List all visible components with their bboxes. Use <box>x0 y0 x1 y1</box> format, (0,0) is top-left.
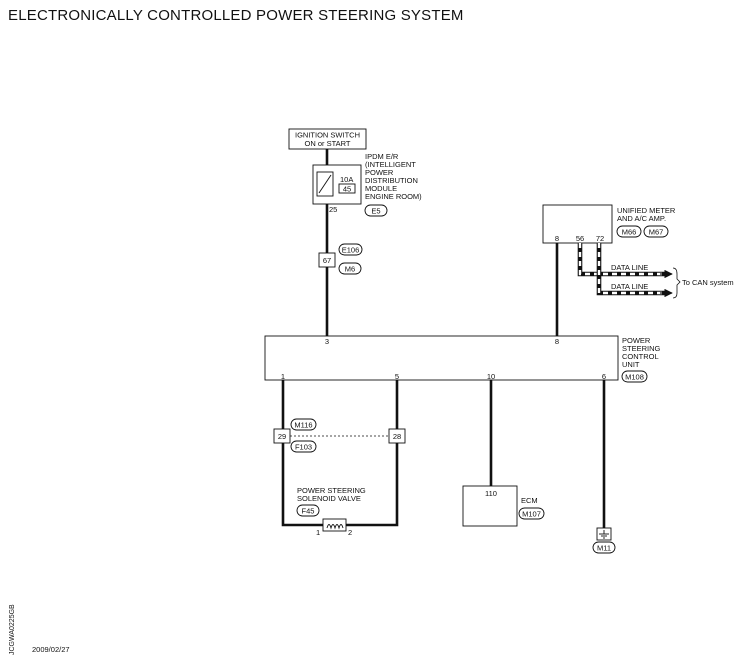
fuse-icon <box>338 183 356 194</box>
solenoid-valve-connector: F45 <box>302 507 315 516</box>
control-unit-connector: M108 <box>625 373 644 382</box>
solenoid-connector-bottom: F103 <box>295 443 312 452</box>
power-steering-control-unit: 3 8 1 5 10 6 POWER STEERING CONTROL UNIT… <box>264 335 661 383</box>
unified-meter-terminal-72: 72 <box>596 234 604 243</box>
control-unit-label-4: UNIT <box>622 360 640 369</box>
solenoid-connector: M116 29 28 F103 <box>273 418 406 453</box>
unified-meter-connector-1-badge <box>616 225 642 238</box>
unified-meter-connector-2-badge <box>643 225 669 238</box>
data-line-label-1: DATA LINE <box>611 263 648 272</box>
unified-meter-terminal-8: 8 <box>555 234 559 243</box>
ipdm-label-4: DISTRIBUTION <box>365 176 418 185</box>
ground: M11 <box>592 527 616 554</box>
unified-meter-connector-1: M66 <box>622 228 637 237</box>
control-unit-terminal-3: 3 <box>325 337 329 346</box>
unified-meter-terminal-56: 56 <box>576 234 584 243</box>
ignition-switch-line1: IGNITION SWITCH <box>295 131 360 140</box>
ignition-switch-line2: ON or START <box>305 139 351 148</box>
relay-contact-icon <box>318 174 332 194</box>
unified-meter: UNIFIED METER AND A/C AMP. M66 M67 8 56 … <box>542 204 676 244</box>
joint-connector: E106 67 M6 <box>318 243 363 275</box>
joint-connector-top: E106 <box>342 246 360 255</box>
joint-connector-pin: 67 <box>323 256 331 265</box>
ignition-switch: IGNITION SWITCH ON or START <box>288 128 367 150</box>
ipdm-er: 10A 45 IPDM E/R (INTELLIGENT POWER DISTR… <box>312 152 422 217</box>
data-line-label-2: DATA LINE <box>611 282 648 291</box>
control-unit-terminal-5: 5 <box>395 372 399 381</box>
ipdm-label-5: MODULE <box>365 184 397 193</box>
solenoid-valve: POWER STEERING SOLENOID VALVE F45 1 2 <box>296 486 366 537</box>
solenoid-valve-pin-2: 2 <box>348 528 352 537</box>
ipdm-label-3: POWER <box>365 168 394 177</box>
diagram-title: ELECTRONICALLY CONTROLLED POWER STEERING… <box>8 7 464 24</box>
data-lines: DATA LINE DATA LINE To CAN system <box>577 243 734 299</box>
ipdm-label-6: ENGINE ROOM) <box>365 192 422 201</box>
solenoid-connector-left-pin: 29 <box>278 432 286 441</box>
data-line-destination: To CAN system <box>682 278 734 287</box>
coil-icon <box>326 524 344 530</box>
unified-meter-label-2: AND A/C AMP. <box>617 214 666 223</box>
date-stamp: 2009/02/27 <box>32 645 70 654</box>
solenoid-connector-top-badge <box>290 418 317 431</box>
solenoid-valve-label-1: POWER STEERING <box>297 486 366 495</box>
ipdm-label-1: IPDM E/R <box>365 152 399 161</box>
ipdm-terminal: 25 <box>329 205 337 214</box>
solenoid-connector-bottom-badge <box>290 440 317 453</box>
solenoid-valve-pin-1: 1 <box>316 528 320 537</box>
joint-connector-bottom-badge <box>338 262 362 275</box>
ecm-terminal: 110 <box>485 489 497 498</box>
unified-meter-label-1: UNIFIED METER <box>617 206 676 215</box>
side-code: JCGWA0225GB <box>9 604 16 655</box>
fuse-amps: 10A <box>340 175 353 184</box>
data-line-brace-icon <box>672 267 681 299</box>
ground-connector-badge <box>592 541 616 554</box>
control-unit-connector-badge <box>621 370 648 383</box>
ipdm-label-2: (INTELLIGENT <box>365 160 416 169</box>
ground-connector: M11 <box>597 544 611 553</box>
ipdm-connector: E5 <box>371 207 380 216</box>
solenoid-valve-connector-badge <box>296 504 320 517</box>
control-unit-terminal-1: 1 <box>281 372 285 381</box>
control-unit-label-3: CONTROL <box>622 352 659 361</box>
control-unit-terminal-8: 8 <box>555 337 559 346</box>
control-unit-label-2: STEERING <box>622 344 661 353</box>
joint-connector-bottom: M6 <box>345 265 355 274</box>
wire-to-solenoid-pin-1 <box>281 443 323 527</box>
unified-meter-connector-2: M67 <box>649 228 664 237</box>
solenoid-connector-right-pin: 28 <box>393 432 401 441</box>
wire-to-solenoid-pin-2 <box>346 443 399 527</box>
joint-connector-top-badge <box>338 243 363 256</box>
ipdm-connector-badge <box>364 204 388 217</box>
control-unit-terminal-6: 6 <box>602 372 606 381</box>
solenoid-connector-top: M116 <box>294 421 312 430</box>
ecm: 110 ECM M107 <box>462 485 545 527</box>
control-unit-label-1: POWER <box>622 336 651 345</box>
ecm-label: ECM <box>521 496 538 505</box>
control-unit-terminal-10: 10 <box>487 372 495 381</box>
ecm-connector-badge <box>518 507 545 520</box>
ecm-connector: M107 <box>522 510 541 519</box>
fuse-number: 45 <box>343 185 351 194</box>
solenoid-valve-label-2: SOLENOID VALVE <box>297 494 361 503</box>
